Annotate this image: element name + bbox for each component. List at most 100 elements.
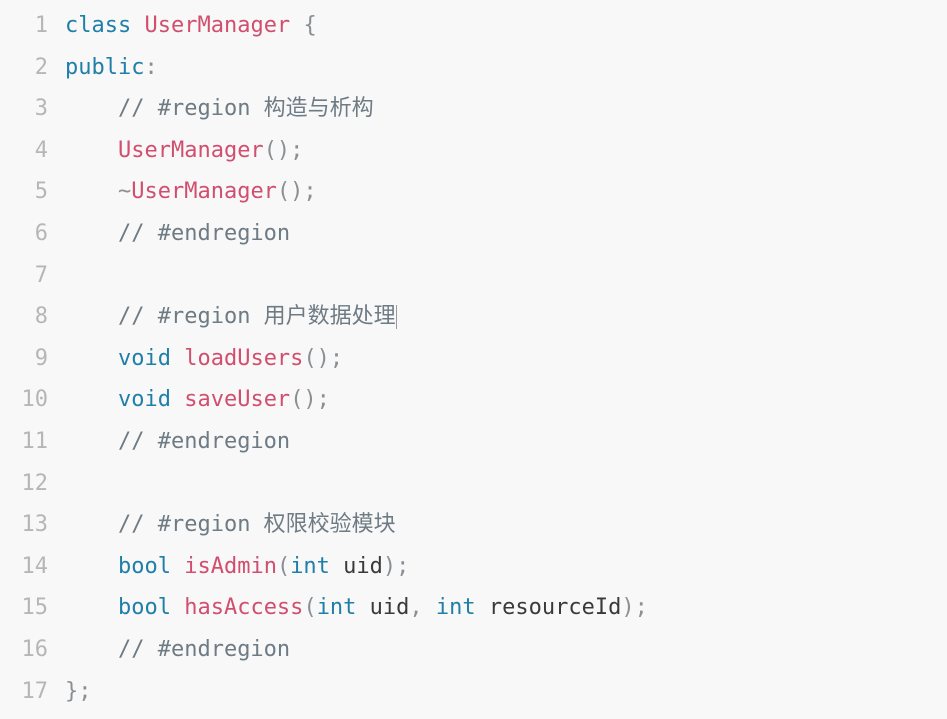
line-number: 6 bbox=[34, 220, 48, 246]
code-content[interactable]: ~UserManager(); bbox=[65, 171, 317, 213]
code-content[interactable]: // #region 用户数据处理 bbox=[65, 296, 397, 338]
text-token: resourceId bbox=[475, 595, 622, 621]
code-line[interactable]: 12 bbox=[0, 463, 947, 505]
keyword-token: void bbox=[117, 345, 171, 371]
code-line[interactable]: 1 class UserManager { bbox=[0, 5, 947, 47]
punctuation-token: ); bbox=[621, 595, 648, 621]
identifier-token: UserManager bbox=[144, 13, 291, 38]
identifier-token: UserManager bbox=[131, 179, 277, 205]
comment-token: // #endregion bbox=[117, 428, 291, 454]
indent bbox=[65, 512, 118, 537]
text-token bbox=[171, 387, 184, 412]
text-token bbox=[171, 346, 184, 371]
text-token bbox=[171, 554, 184, 579]
text-token: uid bbox=[356, 595, 410, 621]
keyword-token: bool bbox=[117, 553, 171, 579]
keyword-token: void bbox=[117, 387, 171, 413]
code-content[interactable]: void loadUsers(); bbox=[65, 338, 343, 380]
comment-token: // #region 构造与析构 bbox=[117, 96, 374, 122]
code-line[interactable]: 6 // #endregion bbox=[0, 213, 947, 255]
line-number: 15 bbox=[21, 595, 49, 621]
line-number: 4 bbox=[34, 137, 48, 163]
code-line[interactable]: 8 // #region 用户数据处理 bbox=[0, 296, 947, 338]
indent bbox=[65, 138, 118, 163]
punctuation-token: }; bbox=[65, 678, 92, 704]
comment-token: // #region 权限校验模块 bbox=[117, 512, 396, 538]
line-number: 13 bbox=[21, 512, 49, 538]
line-number: 8 bbox=[34, 304, 48, 330]
line-number: 2 bbox=[34, 54, 48, 80]
code-content[interactable]: class UserManager { bbox=[65, 5, 317, 47]
code-line[interactable]: 15 bool hasAccess(int uid, int resourceI… bbox=[0, 587, 947, 629]
punctuation-token: (); bbox=[290, 387, 330, 413]
code-line[interactable]: 13 // #region 权限校验模块 bbox=[0, 504, 947, 546]
line-number: 11 bbox=[21, 428, 49, 454]
keyword-token: class bbox=[65, 13, 132, 38]
code-content[interactable]: // #region 构造与析构 bbox=[65, 88, 374, 130]
line-number: 10 bbox=[21, 387, 49, 413]
code-content[interactable]: UserManager(); bbox=[65, 130, 303, 172]
code-content[interactable]: // #region 权限校验模块 bbox=[65, 504, 396, 546]
text-token bbox=[131, 13, 144, 38]
keyword-token: int bbox=[290, 553, 330, 579]
keyword-token: int bbox=[435, 595, 476, 621]
code-line[interactable]: 7 bbox=[0, 255, 947, 297]
code-line[interactable]: 16 // #endregion bbox=[0, 629, 947, 671]
code-content[interactable]: public: bbox=[65, 47, 158, 89]
keyword-token: public bbox=[65, 54, 145, 80]
code-content[interactable]: // #endregion bbox=[65, 629, 290, 671]
line-number: 7 bbox=[34, 262, 48, 288]
punctuation-token: (); bbox=[276, 179, 317, 205]
punctuation-token: { bbox=[303, 13, 317, 38]
line-number: 16 bbox=[21, 636, 49, 662]
line-number: 12 bbox=[21, 470, 49, 496]
line-number: 5 bbox=[34, 179, 48, 205]
text-token bbox=[290, 13, 303, 38]
code-line[interactable]: 14 bool isAdmin(int uid); bbox=[0, 546, 947, 588]
indent bbox=[65, 96, 118, 121]
indent bbox=[65, 221, 118, 246]
code-content[interactable]: // #endregion bbox=[65, 421, 290, 463]
indent bbox=[65, 637, 118, 662]
identifier-token: loadUsers bbox=[184, 345, 304, 371]
indent bbox=[65, 595, 118, 620]
text-cursor bbox=[395, 305, 397, 330]
code-content[interactable]: }; bbox=[65, 671, 92, 713]
indent bbox=[65, 346, 118, 371]
code-content[interactable]: // #endregion bbox=[65, 213, 290, 255]
code-content[interactable]: bool isAdmin(int uid); bbox=[65, 546, 409, 588]
code-line[interactable]: 2 public: bbox=[0, 47, 947, 89]
line-number: 3 bbox=[34, 96, 48, 122]
punctuation-token: ~ bbox=[117, 179, 132, 205]
comment-token: // #endregion bbox=[117, 220, 291, 246]
code-content[interactable]: void saveUser(); bbox=[65, 379, 330, 421]
punctuation-token: ( bbox=[276, 553, 291, 579]
code-line[interactable]: 11 // #endregion bbox=[0, 421, 947, 463]
punctuation-token: ); bbox=[382, 553, 410, 579]
code-content[interactable]: bool hasAccess(int uid, int resourceId); bbox=[65, 587, 648, 629]
comment-token: // #region 用户数据处理 bbox=[117, 304, 396, 330]
punctuation-token: (); bbox=[303, 345, 344, 371]
punctuation-token: (); bbox=[263, 137, 304, 163]
line-number: 14 bbox=[21, 553, 49, 579]
punctuation-token: : bbox=[144, 54, 158, 80]
keyword-token: int bbox=[316, 595, 357, 621]
code-line[interactable]: 5 ~UserManager(); bbox=[0, 171, 947, 213]
code-line[interactable]: 10 void saveUser(); bbox=[0, 379, 947, 421]
identifier-token: saveUser bbox=[184, 387, 291, 413]
line-number: 9 bbox=[34, 345, 48, 371]
comment-token: // #endregion bbox=[117, 636, 291, 662]
code-line[interactable]: 4 UserManager(); bbox=[0, 130, 947, 172]
identifier-token: hasAccess bbox=[184, 595, 304, 621]
indent bbox=[65, 387, 118, 412]
code-line[interactable]: 17}; bbox=[0, 671, 947, 713]
line-number: 1 bbox=[34, 13, 48, 38]
code-line[interactable]: 3 // #region 构造与析构 bbox=[0, 88, 947, 130]
line-number: 17 bbox=[21, 678, 49, 704]
indent bbox=[65, 429, 118, 454]
code-line[interactable]: 9 void loadUsers(); bbox=[0, 338, 947, 380]
indent bbox=[65, 304, 118, 329]
punctuation-token: ( bbox=[303, 595, 317, 621]
indent bbox=[65, 554, 118, 579]
